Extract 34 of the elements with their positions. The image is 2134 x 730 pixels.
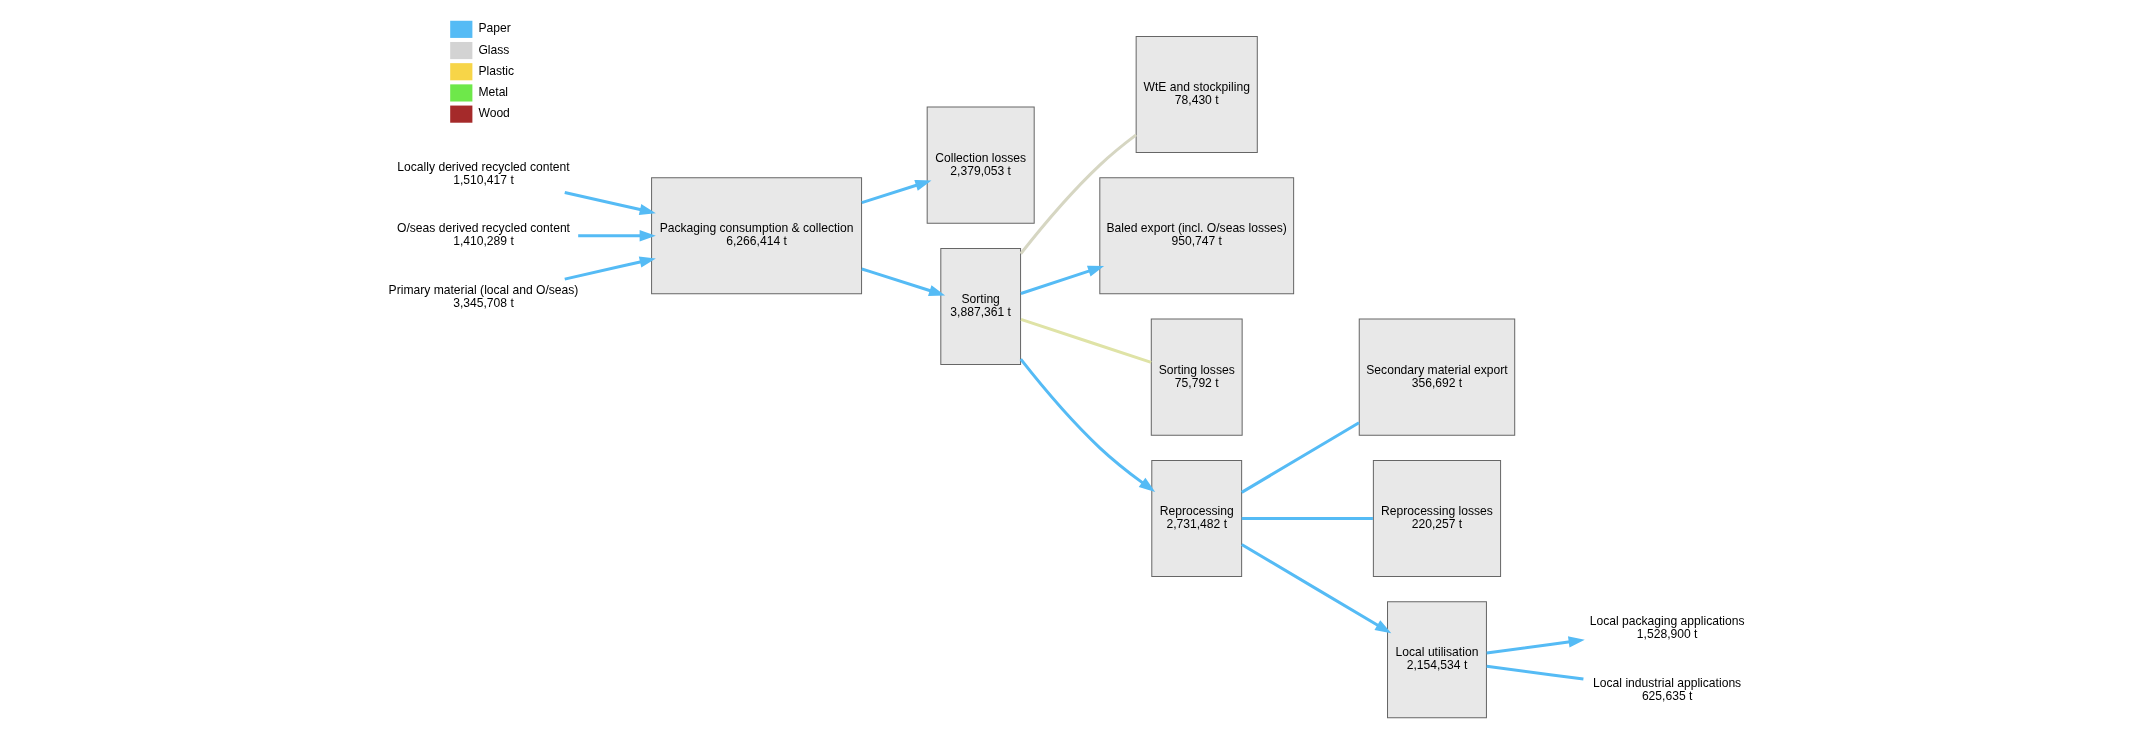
node-box: Sorting 3,887,361 t: [939, 247, 1021, 365]
arrow: [1485, 636, 1585, 655]
node-text: Locally derived recycled content 1,510,417 t: [396, 159, 570, 187]
node-box: Collection losses 2,379,053 t: [926, 106, 1035, 224]
arrow: [860, 267, 945, 296]
node-box: WtE and stockpiling 78,430 t: [1135, 35, 1258, 153]
connector: [1241, 516, 1373, 520]
connector: [1019, 133, 1137, 255]
arrow: [1019, 358, 1155, 492]
arrow: [577, 230, 656, 242]
node-text: O/seas derived recycled content 1,410,289 t: [396, 221, 570, 249]
node-box: Sorting losses 75,792 t: [1150, 318, 1243, 436]
legend-label: Paper: [477, 21, 511, 36]
legend-label: Glass: [477, 42, 509, 57]
legend-label: Plastic: [477, 63, 514, 78]
node-box: Reprocessing losses 220,257 t: [1372, 459, 1501, 577]
node-text: Primary material (local and O/seas) 3,345,708 t: [388, 282, 578, 311]
node-box: Baled export (incl. O/seas losses) 950,747 t: [1098, 177, 1294, 295]
node-box: Packaging consumption & collection 6,266,414 t: [650, 177, 862, 295]
arrow: [563, 190, 656, 216]
node-text: Local packaging applications 1,528,900 t: [1589, 614, 1745, 642]
arrow: [563, 256, 656, 281]
connector: [1485, 664, 1584, 681]
node-text: Local industrial applications 625,635 t: [1592, 675, 1741, 703]
legend-label: Wood: [477, 106, 510, 121]
node-box: Secondary material export 356,692 t: [1358, 318, 1515, 436]
node-box: Local utilisation 2,154,534 t: [1386, 601, 1487, 719]
arrow: [1019, 265, 1104, 295]
connector: [1019, 317, 1152, 364]
connector: [1240, 421, 1360, 494]
legend-label: Metal: [477, 85, 508, 100]
arrow: [860, 179, 931, 205]
node-box: Reprocessing 2,731,482 t: [1150, 459, 1242, 577]
arrow: [1240, 543, 1391, 634]
